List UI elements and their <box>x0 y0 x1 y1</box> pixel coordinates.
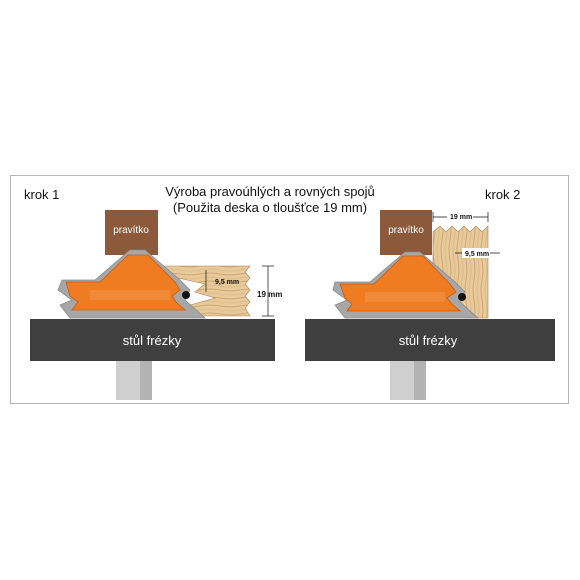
title-line-2: (Použita deska o tloušťce 19 mm) <box>172 200 368 215</box>
title-line-1: Výroba pravoúhlých a rovných spojů <box>165 184 375 199</box>
diagram-frame <box>10 175 569 404</box>
step1-ruler <box>105 210 158 255</box>
step1-ruler-label: pravítko <box>113 225 149 236</box>
step1-cutter-bearing <box>90 290 170 300</box>
step2-table <box>305 319 555 361</box>
step2-dim-width-bg <box>447 212 473 222</box>
diagram-title: Výroba pravoúhlých a rovných spojů (Použ… <box>110 184 430 216</box>
step1-table-label: stůl frézky <box>123 333 182 348</box>
step2-group: stůl frézky pravítko 19 mm 9,5 mm <box>305 210 555 400</box>
step2-shaft-shade <box>414 360 426 400</box>
step2-cutter-bearing <box>365 292 445 302</box>
step2-dim-small-bg <box>462 248 490 258</box>
step2-dim-small: 9,5 mm <box>465 251 489 258</box>
step1-cutter <box>65 254 187 311</box>
step1-shaft-shade <box>140 360 152 400</box>
step2-dim-width: 19 mm <box>450 214 472 221</box>
step2-ruler-label: pravítko <box>388 225 424 236</box>
step1-table <box>30 319 275 361</box>
step1-label: krok 1 <box>24 187 60 202</box>
step2-table-label: stůl frézky <box>399 333 458 348</box>
step2-label: krok 2 <box>485 187 521 202</box>
step1-dim-total: 19 mm <box>257 290 282 299</box>
step1-dim-small: 9,5 mm <box>215 279 239 286</box>
step2-contact-dot <box>458 293 466 301</box>
step1-board <box>159 265 251 317</box>
step1-contact-dot <box>182 291 190 299</box>
step2-ruler <box>380 210 432 255</box>
step1-group: stůl frézky pravítko 9,5 mm 19 mm <box>30 210 282 400</box>
